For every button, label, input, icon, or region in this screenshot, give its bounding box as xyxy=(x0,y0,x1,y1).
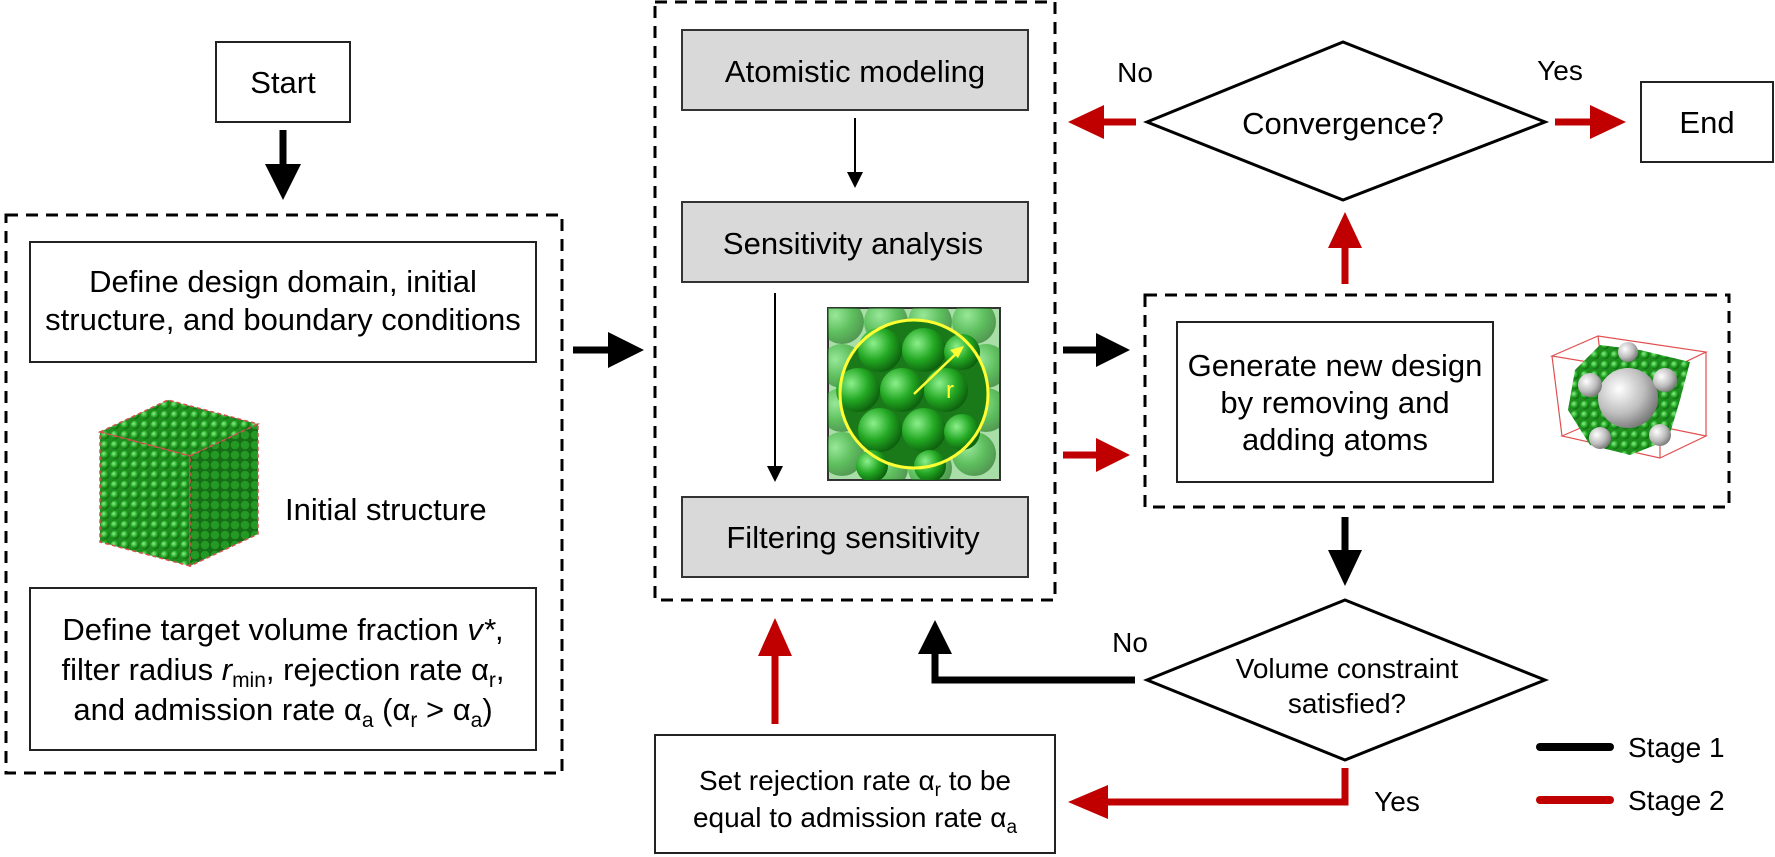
start-label: Start xyxy=(250,65,316,100)
arrow-set-rejection-to-filtering xyxy=(758,618,792,724)
convergence-decision: Convergence? xyxy=(1142,40,1550,202)
define-target-line-2: filter radius rmin, rejection rate αr, xyxy=(62,652,505,692)
arrow-analysis-to-design-stage2 xyxy=(1063,438,1130,472)
set-rejection-line-2: equal to admission rate αa xyxy=(693,802,1017,838)
set-rejection-line-1: Set rejection rate αr to be xyxy=(699,765,1011,801)
arrow-convergence-no xyxy=(1068,105,1136,139)
atomistic-modeling-label: Atomistic modeling xyxy=(725,54,985,89)
arrow-analysis-to-design-stage1 xyxy=(1063,333,1130,367)
define-target-box: Define target volume fraction v*, filter… xyxy=(29,587,537,751)
green-atom-cube-icon xyxy=(97,399,261,568)
end-label: End xyxy=(1679,105,1734,140)
arrow-start-to-setup xyxy=(265,130,301,200)
generate-design-line-2: by removing and xyxy=(1220,385,1449,420)
generate-design-line-3: adding atoms xyxy=(1242,422,1428,457)
legend-label-stage-1: Stage 1 xyxy=(1628,732,1725,763)
legend: Stage 1 Stage 2 xyxy=(1536,732,1725,816)
volume-constraint-line-2: satisfied? xyxy=(1288,688,1406,719)
start-node: Start xyxy=(215,41,351,123)
filtering-sensitivity-box: Filtering sensitivity xyxy=(681,496,1029,578)
legend-item-stage-1: Stage 1 xyxy=(1536,732,1725,763)
define-domain-line-1: Define design domain, initial xyxy=(89,264,477,299)
convergence-label: Convergence? xyxy=(1242,106,1444,141)
arrow-sensitivity-to-filtering xyxy=(767,293,783,482)
arrow-atomistic-to-sensitivity xyxy=(847,118,863,188)
initial-structure-label: Initial structure xyxy=(285,492,487,527)
volume-constraint-decision: Volume constraint satisfied? xyxy=(1142,598,1550,762)
define-target-line-1: Define target volume fraction v*, xyxy=(62,612,503,647)
arrow-volume-no-to-filtering xyxy=(918,620,1135,684)
optimized-atom-cluster-icon xyxy=(1549,335,1709,459)
sensitivity-analysis-box: Sensitivity analysis xyxy=(681,201,1029,283)
convergence-no-label: No xyxy=(1117,57,1153,88)
arrow-setup-to-analysis xyxy=(573,332,644,368)
arrow-design-to-convergence xyxy=(1328,212,1362,284)
arrow-volume-yes-to-set-rejection xyxy=(1068,768,1349,819)
arrow-design-to-volume xyxy=(1328,517,1362,586)
define-target-line-3: and admission rate αa (αr > αa) xyxy=(73,692,492,732)
convergence-yes-label: Yes xyxy=(1537,55,1583,86)
arrow-convergence-yes xyxy=(1555,105,1626,139)
atom-lattice-filter-icon: r xyxy=(827,307,1001,481)
setup-group xyxy=(4,213,564,775)
sensitivity-analysis-label: Sensitivity analysis xyxy=(723,226,983,261)
generate-design-line-1: Generate new design xyxy=(1188,348,1483,383)
set-rejection-box: Set rejection rate αr to be equal to adm… xyxy=(654,734,1056,854)
define-domain-line-2: structure, and boundary conditions xyxy=(45,302,521,337)
end-node: End xyxy=(1640,81,1774,163)
legend-label-stage-2: Stage 2 xyxy=(1628,785,1725,816)
define-domain-box: Define design domain, initial structure,… xyxy=(29,241,537,363)
filter-radius-label: r xyxy=(946,377,954,404)
atomistic-modeling-box: Atomistic modeling xyxy=(681,29,1029,111)
volume-yes-label: Yes xyxy=(1374,786,1420,817)
volume-no-label: No xyxy=(1112,627,1148,658)
analysis-group xyxy=(653,0,1057,602)
generate-design-box: Generate new design by removing and addi… xyxy=(1176,321,1494,483)
legend-item-stage-2: Stage 2 xyxy=(1536,785,1725,816)
filtering-sensitivity-label: Filtering sensitivity xyxy=(726,520,980,555)
design-group xyxy=(1143,293,1731,509)
volume-constraint-line-1: Volume constraint xyxy=(1236,653,1459,684)
